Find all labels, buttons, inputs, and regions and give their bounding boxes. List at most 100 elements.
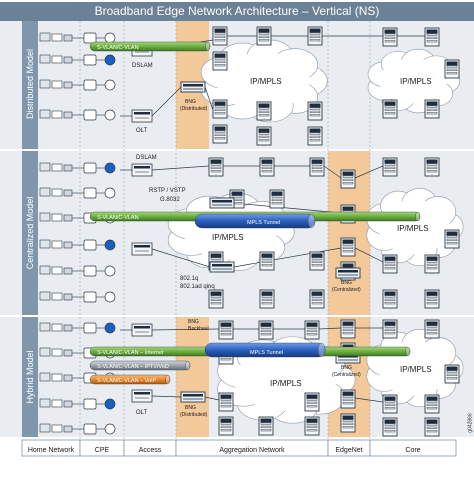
aggregation-router-icon (208, 157, 224, 177)
computer-icon (39, 291, 51, 301)
aggregation-router-icon (229, 189, 245, 209)
tv-icon (51, 348, 63, 357)
cpe-modem-icon (83, 54, 97, 66)
core-router-icon (424, 254, 440, 274)
column-header-row (21, 439, 457, 457)
phone-icon (63, 214, 73, 222)
aggregation-router-icon (212, 51, 228, 71)
cpe-router-icon (104, 398, 116, 410)
link-line (151, 395, 182, 398)
voip-pipe (89, 374, 171, 385)
bng-distributed-sub: (Distributed) (180, 106, 208, 112)
model-tab-hybrid (22, 317, 38, 437)
aggregation-router-icon (212, 26, 228, 46)
model-label-hybrid: Hybrid Model (25, 350, 35, 404)
computer-icon (39, 109, 51, 119)
tv-icon (51, 80, 63, 89)
switch-box (209, 197, 235, 209)
core-router-icon (424, 27, 440, 47)
cloud-label-mid-core: IP/MPLS (397, 224, 429, 233)
computer-icon (39, 54, 51, 64)
diagram-title: Broadband Edge Network Architecture – Ve… (94, 4, 380, 18)
svlan-pipe-top (89, 41, 211, 52)
core-router-icon (424, 99, 440, 119)
core-router-icon (444, 229, 460, 249)
link-line (151, 86, 182, 117)
bng-distributed-box (180, 81, 206, 93)
splitter-icon (131, 242, 153, 256)
link-line (354, 247, 384, 263)
column-cpe: CPE (94, 447, 110, 454)
cpe-modem-icon (83, 32, 97, 44)
cpe-modem-icon (83, 423, 97, 435)
cpe-router-icon (104, 32, 116, 44)
tv-icon (51, 188, 63, 197)
home-device-group (39, 32, 116, 44)
core-router-icon (444, 59, 460, 79)
tv-icon (51, 399, 63, 408)
pipe-label-mpls-mid: MPLS Tunnel (247, 220, 281, 226)
bng-bottom-left-sub: (Distributed) (180, 412, 208, 418)
aggregation-router-icon (212, 124, 228, 144)
cpe-modem-icon (83, 322, 97, 334)
cpe-router-icon (104, 423, 116, 435)
olt-label-bottom: OLT (136, 410, 148, 416)
home-device-group (39, 79, 116, 91)
model-label-centralized: Centralized Model (25, 196, 35, 270)
cpe-modem-icon (83, 398, 97, 410)
model-tab-distributed (22, 21, 38, 149)
phone-icon (63, 267, 73, 275)
phone-icon (63, 400, 73, 408)
cloud-label-mid-agg: IP/MPLS (212, 233, 244, 242)
home-device-group (39, 162, 116, 174)
dslam-icon (131, 323, 153, 337)
phone-icon (63, 425, 73, 433)
link-line (204, 396, 220, 401)
bng-centralized-sub-mid: (Centralized) (332, 287, 361, 293)
home-device-group (39, 239, 116, 251)
phone-icon (63, 56, 73, 64)
core-router-icon (382, 27, 398, 47)
aggregation-router-icon (304, 416, 320, 436)
doc-id: g042866 (467, 413, 474, 433)
core-router-icon (444, 364, 460, 384)
link-line (233, 247, 342, 268)
phone-icon (63, 34, 73, 42)
pipe-label-voip: S-VLAN/C-VLAN – VoIP (97, 378, 157, 384)
home-device-group (39, 423, 116, 435)
aggregation-router-icon (218, 320, 234, 340)
olt-icon (131, 109, 153, 123)
edge-router-icon (340, 413, 356, 433)
link-line (323, 165, 342, 179)
computer-icon (39, 347, 51, 357)
cpe-router-icon (104, 79, 116, 91)
aggregation-router-icon (259, 289, 275, 309)
edge-router-icon (340, 389, 356, 409)
tv-icon (51, 33, 63, 42)
link-line (151, 248, 211, 268)
computer-icon (39, 398, 51, 408)
bng-backhaul-title: BNG (188, 319, 199, 325)
bng-bottom-right-sub: (Centralized) (332, 372, 361, 378)
core-router-icon (382, 157, 398, 177)
tv-icon (51, 240, 63, 249)
computer-icon (39, 187, 51, 197)
aggregation-router-icon (259, 251, 275, 271)
home-device-group (39, 398, 116, 410)
cpe-modem-icon (83, 239, 97, 251)
bng-bottom-left-title: BNG (185, 405, 196, 411)
column-home-network: Home Network (27, 447, 75, 454)
bng-centralized-title-mid: BNG (341, 280, 352, 286)
model-tab-centralized (22, 151, 38, 315)
tv-icon (51, 266, 63, 275)
cpe-modem-icon (83, 162, 97, 174)
computer-icon (39, 212, 51, 222)
phone-icon (63, 189, 73, 197)
aggregation-router-icon (258, 416, 274, 436)
cpe-router-icon (104, 187, 116, 199)
core-router-icon (424, 319, 440, 339)
cloud-label-top-core: IP/MPLS (400, 77, 432, 86)
home-device-group (39, 54, 116, 66)
link-line (318, 327, 342, 330)
